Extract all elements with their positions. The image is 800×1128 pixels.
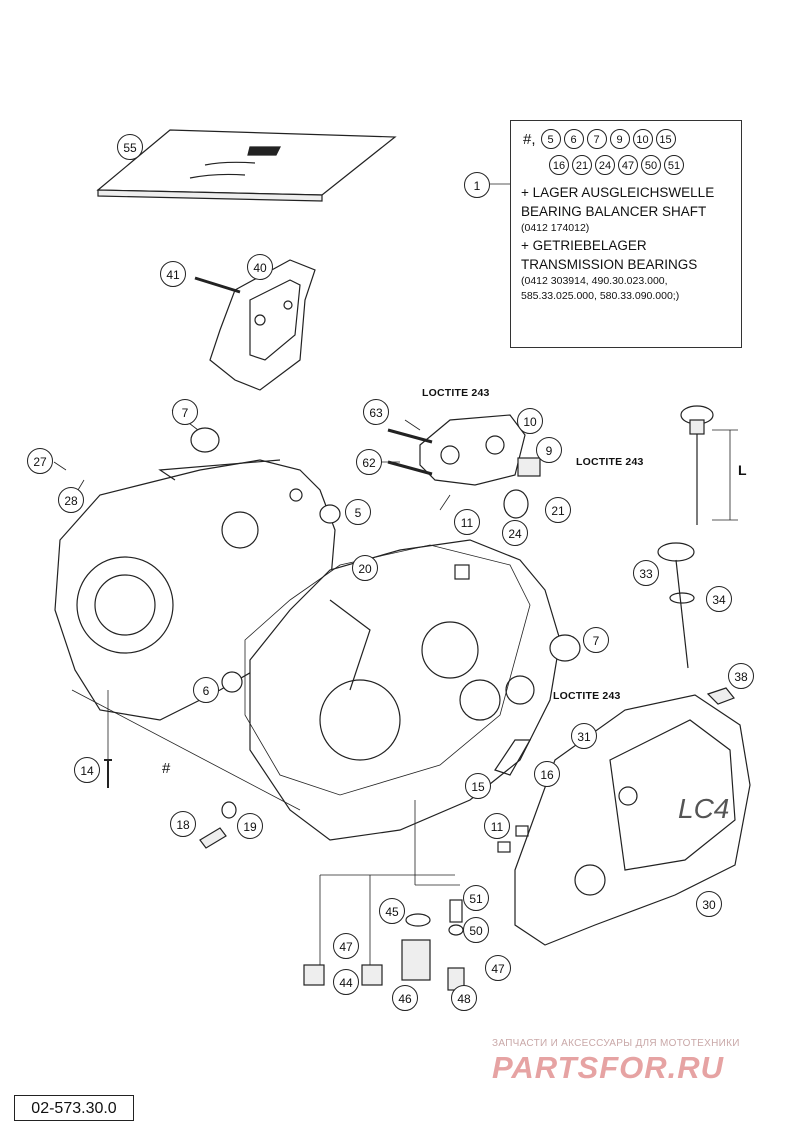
kit-part: 16 [549, 155, 569, 175]
dowel-11b [515, 825, 529, 837]
callout-34: 34 [706, 586, 732, 612]
chain-guard [209, 259, 316, 391]
kit-part: 51 [664, 155, 684, 175]
kit-line-1: + LAGER AUSGLEICHSWELLE [521, 185, 715, 200]
seal-24 [503, 489, 529, 519]
kit-line-3: (0412 174012) [521, 222, 590, 234]
ball-50 [448, 924, 464, 936]
sleeve-5 [319, 504, 341, 524]
crankcase-gasket [244, 544, 531, 796]
kit-part: 15 [655, 129, 676, 149]
callout-44: 44 [333, 969, 359, 995]
hash-label: # [162, 760, 171, 777]
kit-part: 10 [632, 129, 653, 149]
callout-11b: 11 [484, 813, 510, 839]
callout-38: 38 [728, 663, 754, 689]
callout-1: 1 [464, 172, 490, 198]
callout-62: 62 [356, 449, 382, 475]
cover-logo: LC4 [678, 793, 729, 824]
kit-part: 47 [618, 155, 638, 175]
kit-part: 7 [586, 129, 607, 149]
kit-line-4: + GETRIEBELAGER [521, 238, 647, 253]
watermark-logo: PARTSFOR.RU [492, 1050, 725, 1085]
dimension-label: L [738, 462, 747, 478]
callout-55: 55 [117, 134, 143, 160]
bolt-41 [194, 276, 241, 294]
kit-part: 24 [595, 155, 615, 175]
plug-44b [361, 964, 383, 986]
kit-line-6: (0412 303914, 490.30.023.000, [521, 275, 668, 287]
o-ring-45 [405, 913, 431, 927]
manual-booklet [96, 129, 397, 202]
spring-51 [449, 899, 463, 923]
callout-7b: 7 [583, 627, 609, 653]
callout-46: 46 [392, 985, 418, 1011]
callout-50: 50 [463, 917, 489, 943]
callout-33: 33 [633, 560, 659, 586]
callout-9: 9 [536, 437, 562, 463]
clutch-cover [514, 694, 751, 946]
kit-line-5: TRANSMISSION BEARINGS [521, 257, 698, 272]
callout-51: 51 [463, 885, 489, 911]
callout-63: 63 [363, 399, 389, 425]
callout-30: 30 [696, 891, 722, 917]
screw-14 [104, 759, 112, 788]
dowel-11a [497, 841, 511, 853]
sleeve-7a [190, 427, 220, 453]
callout-6: 6 [193, 677, 219, 703]
dipstick [680, 405, 738, 525]
bearing-9 [517, 457, 541, 477]
callout-14: 14 [74, 757, 100, 783]
kit-line-2: BEARING BALANCER SHAFT [521, 204, 707, 219]
bolt-18 [199, 827, 227, 849]
callout-48: 48 [451, 985, 477, 1011]
callout-27: 27 [27, 448, 53, 474]
watermark-caption: ЗАПЧАСТИ И АКСЕССУАРЫ ДЛЯ МОТОТЕХНИКИ [492, 1038, 740, 1049]
kit-row-1: #, 5 6 7 9 10 15 [523, 129, 731, 149]
oil-filler-plug [657, 542, 695, 669]
callout-10: 10 [517, 408, 543, 434]
sleeve-6 [221, 671, 243, 693]
plug-44a [303, 964, 325, 986]
callout-40: 40 [247, 254, 273, 280]
clip-38 [706, 687, 735, 705]
callout-47: 47 [333, 933, 359, 959]
callout-47b: 47 [485, 955, 511, 981]
callout-11: 11 [454, 509, 480, 535]
diagram-code: 02-573.30.0 [14, 1095, 134, 1121]
sleeve-7b [549, 634, 581, 662]
kit-hash: #, [523, 130, 536, 148]
callout-21: 21 [545, 497, 571, 523]
washer-19 [221, 801, 237, 819]
callout-41: 41 [160, 261, 186, 287]
callout-31: 31 [571, 723, 597, 749]
kit-part: 50 [641, 155, 661, 175]
clip-15 [494, 739, 532, 776]
kit-line-7: 585.33.025.000, 580.33.090.000;) [521, 290, 680, 302]
balancer-bracket [387, 414, 526, 486]
callout-19: 19 [237, 813, 263, 839]
loctite-label: LOCTITE 243 [576, 456, 644, 468]
kit-info-box: #, 5 6 7 9 10 15 16 21 24 47 50 51 + LAG… [510, 120, 742, 348]
callout-16: 16 [534, 761, 560, 787]
kit-row-2: 16 21 24 47 50 51 [549, 155, 731, 175]
callout-28: 28 [58, 487, 84, 513]
callout-7: 7 [172, 399, 198, 425]
kit-part: 21 [572, 155, 592, 175]
kit-part: 5 [540, 129, 561, 149]
kit-part: 9 [609, 129, 630, 149]
loctite-label: LOCTITE 243 [422, 387, 490, 399]
kit-part: 6 [563, 129, 584, 149]
loctite-label: LOCTITE 243 [553, 690, 621, 702]
callout-20: 20 [352, 555, 378, 581]
callout-24: 24 [502, 520, 528, 546]
callout-45: 45 [379, 898, 405, 924]
screen-filter-46 [401, 939, 431, 981]
callout-5: 5 [345, 499, 371, 525]
callout-18: 18 [170, 811, 196, 837]
callout-15: 15 [465, 773, 491, 799]
